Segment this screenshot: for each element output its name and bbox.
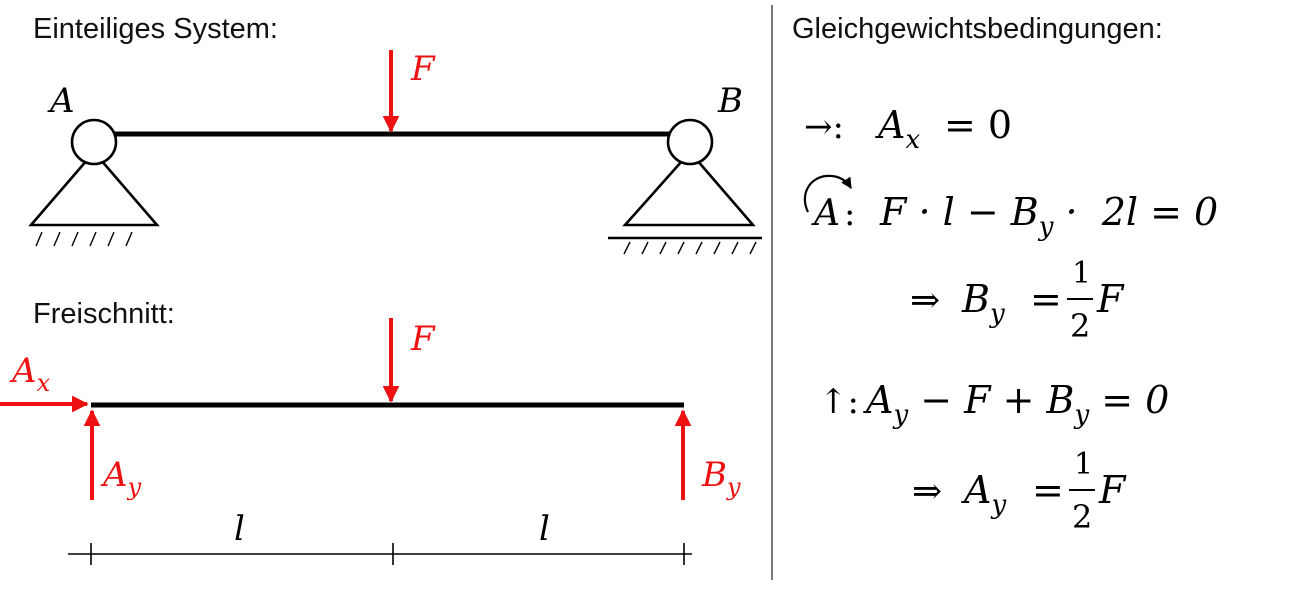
horizontal-rhs: = 0	[944, 103, 1012, 147]
dimension-line	[68, 543, 692, 565]
support-a-hinge	[70, 118, 118, 166]
equation-vertical: ↑: Ay − F + By = 0	[819, 378, 1169, 430]
horizontal-lhs: Ax	[875, 103, 920, 155]
result-by-factor: F	[1096, 277, 1125, 321]
horizontal-symbol: →:	[804, 107, 844, 147]
equations-panel: Gleichgewichtsbedingungen: →: Ax = 0 A :…	[792, 13, 1218, 536]
result-by-lhs: By	[961, 277, 1005, 329]
result-ay-denominator: 2	[1072, 498, 1092, 536]
result-by-denominator: 2	[1070, 307, 1090, 345]
label-a: A	[47, 81, 75, 121]
result-ay-lhs: Ay	[961, 468, 1006, 520]
free-body-load-label: F	[410, 319, 436, 359]
support-b-hatching	[623, 241, 757, 255]
result-by-implies: ⇒	[910, 280, 940, 321]
system-panel: Einteiliges System: A	[28, 13, 762, 255]
result-ay-numerator: 1	[1074, 447, 1093, 482]
support-b-triangle	[622, 150, 756, 227]
span-right-label: l	[539, 509, 550, 549]
free-body-heading: Freischnitt:	[33, 298, 175, 330]
result-ay-equals: =	[1032, 468, 1064, 512]
ax-label: Ax	[9, 351, 51, 397]
support-a-hatching	[35, 231, 133, 247]
equations-heading: Gleichgewichtsbedingungen:	[792, 13, 1163, 45]
span-left-label: l	[234, 509, 245, 549]
result-ay-factor: F	[1098, 468, 1127, 512]
moment-expression: F · l − By · 2l = 0	[879, 190, 1218, 242]
label-b: B	[717, 81, 743, 121]
support-b-hinge	[666, 118, 714, 166]
result-by-equals: =	[1030, 277, 1062, 321]
result-ay-implies: ⇒	[912, 471, 942, 512]
equation-horizontal: →: Ax = 0	[804, 103, 1012, 155]
support-a	[28, 118, 160, 247]
free-body-panel: Freischnitt: F Ax Ay By l l	[0, 298, 741, 565]
result-by-numerator: 1	[1072, 256, 1091, 291]
vertical-symbol: ↑:	[819, 382, 859, 422]
moment-pivot: A	[811, 193, 840, 234]
equation-moment: A : F · l − By · 2l = 0	[803, 174, 1218, 242]
ay-label: Ay	[100, 455, 142, 501]
support-a-triangle	[28, 150, 160, 227]
result-ay: ⇒ Ay = 1 2 F	[912, 447, 1127, 536]
by-label: By	[701, 455, 741, 501]
moment-colon: :	[844, 194, 855, 234]
support-b	[608, 118, 762, 255]
system-load-label: F	[410, 49, 436, 89]
result-by: ⇒ By = 1 2 F	[910, 256, 1125, 345]
system-heading: Einteiliges System:	[33, 13, 278, 45]
moment-arrow-icon	[803, 174, 852, 213]
vertical-expression: Ay − F + By = 0	[863, 378, 1169, 430]
